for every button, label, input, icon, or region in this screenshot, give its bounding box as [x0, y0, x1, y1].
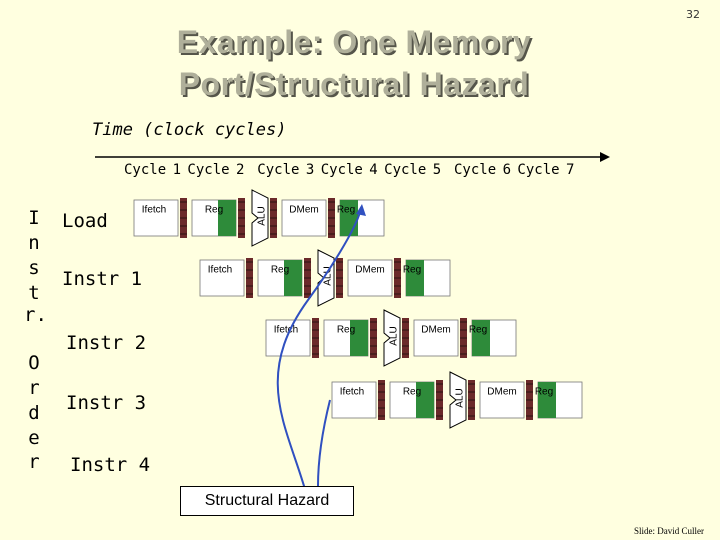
reg-write-half	[538, 382, 556, 418]
dmem-label: DMem	[355, 265, 384, 276]
side-label-char: I	[28, 207, 40, 229]
page-number: 32	[686, 8, 700, 21]
time-axis-label: Time (clock cycles)	[92, 120, 287, 140]
reg-write-half	[350, 320, 368, 356]
alu-label: ALU	[323, 266, 334, 285]
slide-credit: Slide: David Culler	[634, 526, 704, 536]
reg-label: Reg	[403, 265, 421, 276]
cycle-header: Cycle 1 Cycle 2 Cycle 3 Cycle 4 Cycle 5 …	[124, 162, 575, 178]
hazard-arrow-head	[356, 204, 366, 216]
reg-write-half	[218, 200, 236, 236]
alu-label: ALU	[257, 206, 268, 225]
alu-label: ALU	[455, 388, 466, 407]
ifetch-box	[199, 259, 245, 297]
side-label-char: t	[28, 282, 40, 304]
slide-title-line2: Port/Structural Hazard	[178, 66, 530, 102]
side-label-char: n	[28, 232, 40, 254]
alu-shape	[383, 309, 401, 367]
hazard-arrow-1	[276, 211, 361, 501]
side-label-char: O	[28, 352, 40, 374]
dmem-label: DMem	[289, 205, 318, 216]
ifetch-label: Ifetch	[142, 205, 166, 216]
ifetch-box	[331, 381, 377, 419]
alu-shape	[251, 189, 269, 247]
side-label-char: r	[28, 451, 40, 473]
reg-write-half	[472, 320, 490, 356]
dmem-box	[479, 381, 525, 419]
hazard-arrow-2	[317, 399, 331, 487]
ifetch-label: Ifetch	[340, 387, 364, 398]
side-label-char: d	[28, 402, 40, 424]
dmem-label: DMem	[487, 387, 516, 398]
time-arrow	[95, 152, 610, 162]
reg-label: Reg	[469, 325, 487, 336]
instr-label-4: Instr 4	[70, 454, 151, 476]
reg-label: Reg	[337, 205, 355, 216]
instr-label-2: Instr 2	[66, 332, 147, 354]
alu-shape	[317, 249, 335, 307]
reg-label: Reg	[403, 387, 421, 398]
ifetch-label: Ifetch	[274, 325, 298, 336]
dmem-box	[413, 319, 459, 357]
side-label-char: r.	[24, 304, 47, 326]
slide-title-line1: Example: One Memory	[176, 24, 532, 60]
ifetch-box	[265, 319, 311, 357]
side-label-char: e	[28, 427, 40, 449]
reg-label: Reg	[535, 387, 553, 398]
dmem-box	[347, 259, 393, 297]
alu-label: ALU	[389, 326, 400, 345]
reg-label: Reg	[271, 265, 289, 276]
ifetch-box	[133, 199, 179, 237]
ifetch-label: Ifetch	[208, 265, 232, 276]
instr-label-1: Instr 1	[62, 268, 143, 290]
reg-write-half	[284, 260, 302, 296]
dmem-label: DMem	[421, 325, 450, 336]
instr-label-3: Instr 3	[66, 392, 147, 414]
dmem-box	[281, 199, 327, 237]
side-label-char: r	[28, 377, 40, 399]
reg-label: Reg	[205, 205, 223, 216]
side-label-char: s	[28, 257, 40, 279]
reg-label: Reg	[337, 325, 355, 336]
alu-shape	[449, 371, 467, 429]
reg-write-half	[416, 382, 434, 418]
instr-label-load: Load	[62, 210, 108, 232]
reg-write-half	[406, 260, 424, 296]
structural-hazard-callout: Structural Hazard	[180, 486, 354, 516]
